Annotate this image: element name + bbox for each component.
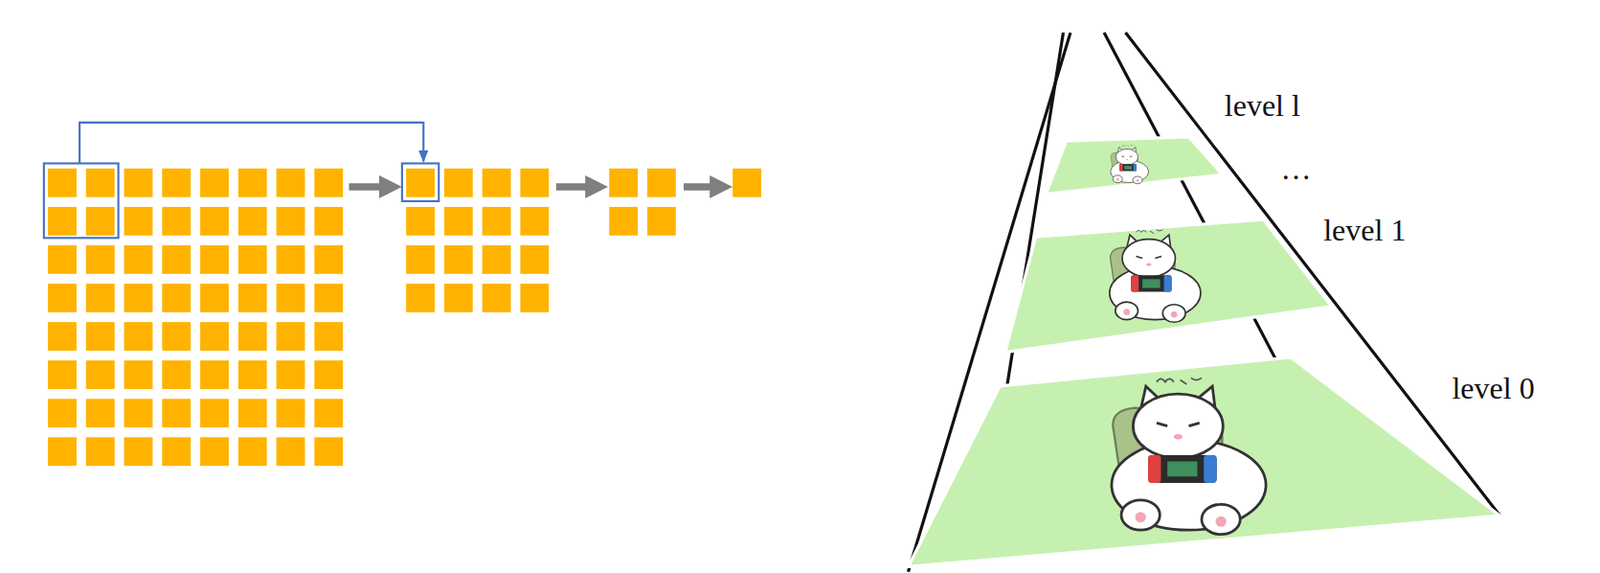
feature-cell (276, 321, 306, 351)
feature-cell (444, 206, 474, 236)
feature-cell (519, 206, 549, 236)
feature-cell (405, 245, 435, 274)
feature-cell (86, 206, 115, 236)
feature-cell (124, 360, 154, 389)
feature-cell (276, 245, 306, 274)
feature-cell (86, 321, 115, 351)
feature-cell (314, 245, 343, 274)
feature-cell (732, 168, 762, 198)
feature-cell (444, 283, 474, 313)
feature-cell (238, 321, 268, 351)
feature-cell (47, 398, 77, 428)
feature-cell (482, 245, 512, 274)
feature-cell (200, 245, 229, 274)
feature-cell (276, 436, 306, 466)
feature-cell (161, 168, 191, 198)
feature-cell (161, 206, 191, 236)
feature-cell (161, 283, 191, 313)
feature-cell (444, 245, 474, 274)
feature-cell (47, 283, 77, 313)
feature-cell (86, 360, 115, 389)
feature-cell (86, 398, 115, 428)
level-label: level 1 (1323, 214, 1406, 246)
feature-cell (276, 283, 306, 313)
feature-cell (519, 168, 549, 198)
feature-cell (124, 321, 154, 351)
feature-cell (276, 398, 306, 428)
feature-cell (314, 168, 343, 198)
feature-cell (276, 360, 306, 389)
feature-cell (86, 436, 115, 466)
feature-cell (124, 206, 154, 236)
feature-cell (200, 321, 229, 351)
feature-cell (238, 206, 268, 236)
feature-cell (238, 360, 268, 389)
feature-cell (314, 321, 343, 351)
feature-cell (482, 168, 512, 198)
feature-cell (200, 283, 229, 313)
feature-cell (314, 398, 343, 428)
feature-cell (161, 245, 191, 274)
feature-cell (124, 245, 154, 274)
feature-cell (314, 360, 343, 389)
feature-cell (276, 206, 306, 236)
feature-cell (200, 360, 229, 389)
feature-cell (647, 206, 677, 236)
feature-cell (161, 398, 191, 428)
feature-cell (444, 168, 474, 198)
feature-cell (608, 206, 638, 236)
feature-cell (200, 206, 229, 236)
feature-cell (124, 283, 154, 313)
feature-cell (238, 283, 268, 313)
feature-cell (161, 321, 191, 351)
feature-cell (647, 168, 677, 198)
feature-cell (405, 283, 435, 313)
feature-cell (314, 436, 343, 466)
feature-cell (519, 283, 549, 313)
feature-cell (238, 168, 268, 198)
feature-cell (47, 206, 77, 236)
feature-cell (200, 168, 229, 198)
feature-cell (47, 168, 77, 198)
feature-cell (314, 283, 343, 313)
level-label: level l (1224, 90, 1301, 121)
feature-cell (314, 206, 343, 236)
feature-cell (519, 245, 549, 274)
feature-cell (47, 321, 77, 351)
feature-cell (482, 283, 512, 313)
feature-cell (47, 245, 77, 274)
feature-cell (86, 245, 115, 274)
feature-cell (124, 398, 154, 428)
feature-cell (405, 206, 435, 236)
feature-cell (276, 168, 306, 198)
feature-cell (405, 168, 435, 198)
level-label: … (1280, 153, 1311, 184)
level-label: level 0 (1451, 372, 1534, 404)
feature-cell (47, 436, 77, 466)
feature-cell (238, 436, 268, 466)
feature-cell (482, 206, 512, 236)
feature-cell (47, 360, 77, 389)
feature-cell (200, 398, 229, 428)
feature-cell (608, 168, 638, 198)
feature-cell (124, 436, 154, 466)
feature-cell (86, 168, 115, 198)
feature-cell (238, 245, 268, 274)
feature-cell (86, 283, 115, 313)
feature-cell (161, 436, 191, 466)
feature-cell (200, 436, 229, 466)
feature-cell (238, 398, 268, 428)
feature-cell (161, 360, 191, 389)
feature-cell (124, 168, 154, 198)
